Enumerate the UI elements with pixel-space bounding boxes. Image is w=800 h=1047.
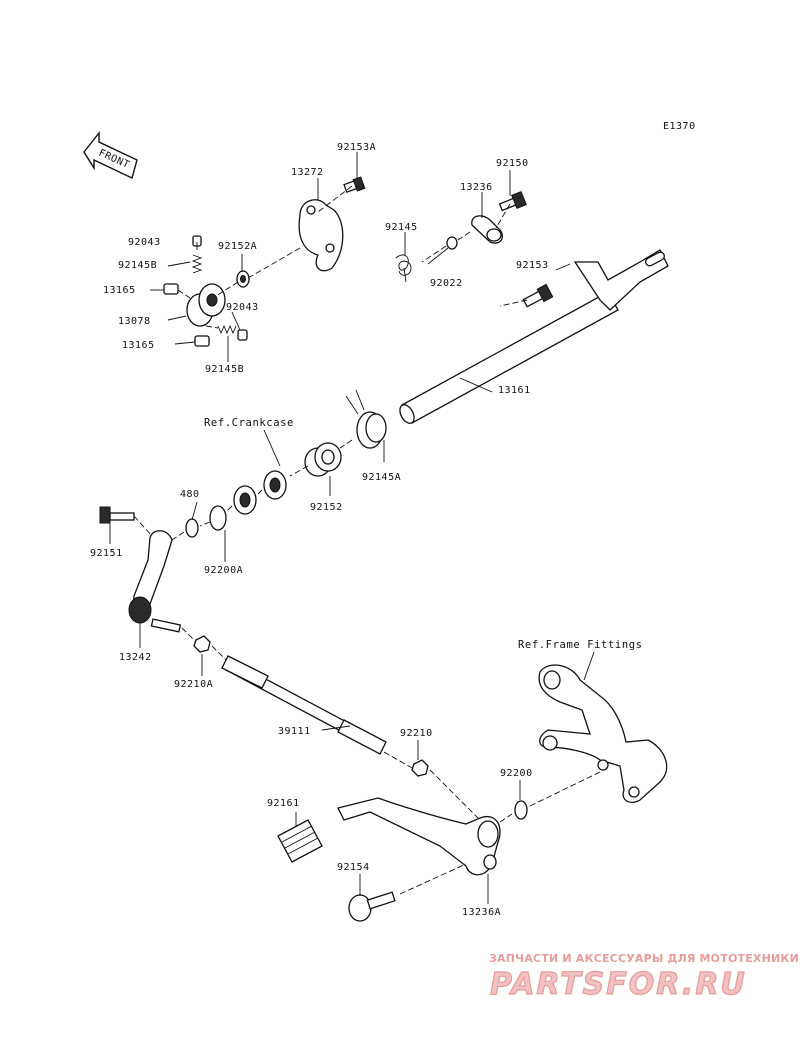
part-13236: [471, 215, 504, 244]
part-oil-seal: [233, 485, 257, 515]
label-92154: 92154: [337, 862, 370, 873]
label-92153: 92153: [516, 260, 549, 271]
part-13272: [298, 199, 344, 272]
label-92145B-bot: 92145B: [205, 364, 244, 375]
diagram-code: E1370: [663, 121, 696, 132]
part-92210: [411, 759, 429, 777]
part-92145A: [345, 389, 387, 449]
label-92210: 92210: [400, 728, 433, 739]
part-92154: [348, 891, 396, 922]
label-13272: 13272: [291, 167, 324, 178]
part-13165-bot: [194, 335, 210, 347]
label-13236A: 13236A: [462, 907, 501, 918]
label-92200: 92200: [500, 768, 533, 779]
label-92153A: 92153A: [337, 142, 376, 153]
part-92210A: [193, 635, 211, 653]
assembly-lines: [133, 185, 601, 895]
label-92152: 92152: [310, 502, 343, 513]
part-92200A: [209, 505, 227, 531]
front-arrow-icon: FRONT: [83, 130, 138, 179]
label-39111: 39111: [278, 726, 311, 737]
part-92043-mid: [237, 329, 248, 341]
label-13165-top: 13165: [103, 285, 136, 296]
part-labels: 92153A 13272 92150 13236 92145 92043 921…: [90, 142, 549, 918]
label-13242: 13242: [119, 652, 152, 663]
part-bearing-crankcase: [263, 470, 287, 500]
part-frame-fittings: [538, 664, 668, 804]
part-92150: [498, 190, 527, 212]
part-92153A: [343, 176, 366, 193]
label-92161: 92161: [267, 798, 300, 809]
label-92145: 92145: [385, 222, 418, 233]
part-92145B-bot: [217, 324, 237, 335]
part-92161: [277, 819, 323, 863]
leader-lines: [109, 152, 595, 904]
part-92145B-top: [191, 254, 203, 274]
part-13242: [128, 530, 182, 633]
label-13161: 13161: [498, 385, 531, 396]
part-92153: [522, 283, 554, 308]
watermark: ЗАПЧАСТИ И АКСЕССУАРЫ ДЛЯ МОТОТЕХНИКИ PA…: [489, 952, 799, 1003]
label-480: 480: [180, 489, 200, 500]
part-13165-top: [163, 283, 179, 295]
label-92210A: 92210A: [174, 679, 213, 690]
label-92200A: 92200A: [204, 565, 243, 576]
part-92200: [514, 800, 528, 820]
part-39111: [221, 655, 387, 755]
label-13165-bot: 13165: [122, 340, 155, 351]
label-13236: 13236: [460, 182, 493, 193]
ref-frame-fittings: Ref.Frame Fittings: [518, 639, 643, 651]
label-92022: 92022: [430, 278, 463, 289]
part-13161: [399, 249, 669, 424]
part-92022: [446, 236, 458, 250]
part-13236A: [337, 797, 501, 876]
label-13078: 13078: [118, 316, 151, 327]
part-92145: [395, 254, 412, 283]
label-92145B-top: 92145B: [118, 260, 157, 271]
watermark-brand: PARTSFOR.RU: [490, 967, 747, 1002]
part-92152: [304, 442, 342, 477]
part-13078: [186, 283, 226, 327]
label-92151: 92151: [90, 548, 123, 559]
label-92145A: 92145A: [362, 472, 401, 483]
part-480: [185, 518, 199, 538]
part-92152A: [236, 270, 250, 288]
label-92043-top: 92043: [128, 237, 161, 248]
watermark-tagline: ЗАПЧАСТИ И АКСЕССУАРЫ ДЛЯ МОТОТЕХНИКИ: [489, 952, 799, 965]
ref-crankcase: Ref.Crankcase: [204, 417, 294, 429]
label-92043-mid: 92043: [226, 302, 259, 313]
label-92150: 92150: [496, 158, 529, 169]
part-92151: [99, 506, 135, 524]
label-92152A: 92152A: [218, 241, 257, 252]
